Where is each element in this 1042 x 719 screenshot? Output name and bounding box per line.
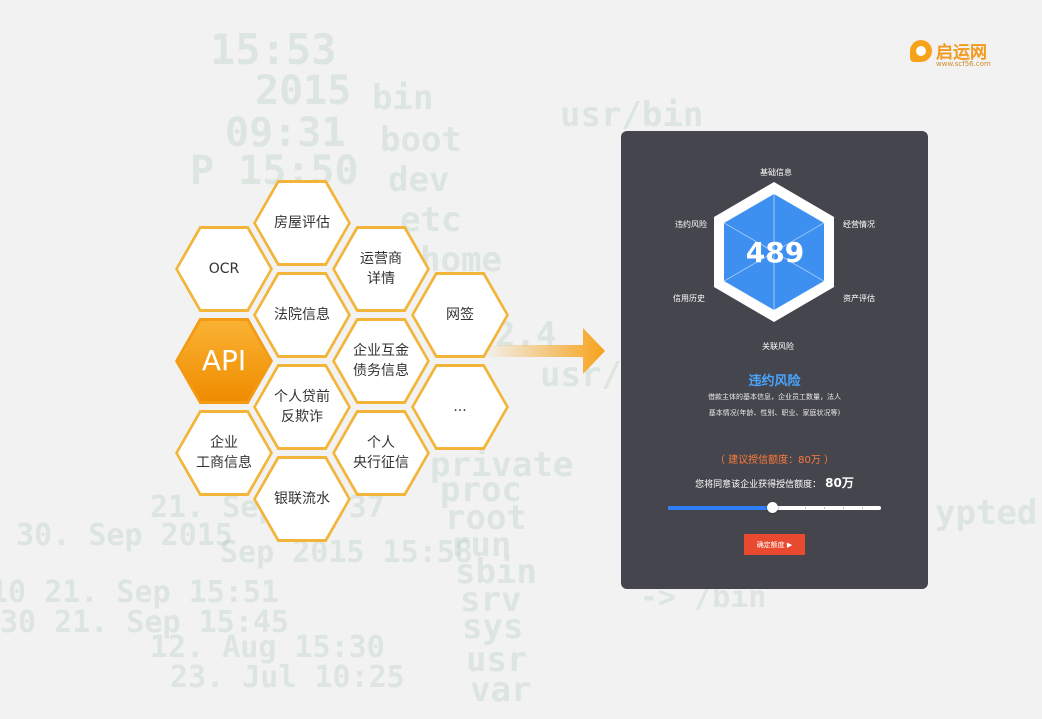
credit-approval-label: 您将同意该企业获得授信额度： (695, 480, 822, 490)
bg-code-text: 30 21. Sep 15:45 (0, 605, 289, 640)
bg-code-text: Sep 2015 15:58 (220, 535, 473, 570)
slider-thumb[interactable] (767, 502, 779, 513)
bg-code-text: boot (380, 120, 462, 160)
radar-chart (713, 182, 835, 322)
radar-label-default-risk: 违约风险 (675, 220, 707, 229)
hex-label: ... (453, 399, 467, 415)
hex-label: 运营商 详情 (360, 251, 402, 287)
hex-label: API (201, 344, 247, 377)
hex-court-info[interactable]: 法院信息 (253, 272, 351, 358)
radar-label-basic-info: 基础信息 (760, 168, 792, 177)
bg-code-text: sys (462, 607, 524, 647)
credit-approval-text: 您将同意该企业获得授信额度：80万 (621, 474, 928, 491)
hex-carrier-details[interactable]: 运营商 详情 (332, 226, 430, 312)
bg-code-text: 2015 (255, 68, 352, 114)
bg-code-text: 10 21. Sep 15:51 (0, 575, 279, 610)
credit-limit-slider[interactable] (668, 502, 881, 513)
bg-code-text: ypted (935, 493, 1038, 533)
bg-code-text: sbin (455, 552, 537, 592)
hex-label: 银联流水 (274, 491, 330, 507)
hex-label: 个人贷前 反欺诈 (274, 389, 330, 425)
confirm-limit-button[interactable]: 确定额度 ▶ (744, 534, 805, 555)
bg-code-text: proc (440, 470, 522, 510)
hex-online-sign[interactable]: 网签 (411, 272, 509, 358)
hex-label: OCR (208, 261, 240, 277)
radar-axis (713, 216, 775, 253)
bg-code-text: usr (466, 640, 528, 680)
bg-code-text: 7 30. Sep 2015 (0, 518, 233, 553)
hex-house-valuation[interactable]: 房屋评估 (253, 180, 351, 266)
radar-label-asset-valuation: 资产评估 (843, 294, 875, 303)
slider-fill (668, 506, 773, 510)
bg-code-text: run (450, 525, 512, 565)
hex-anti-fraud[interactable]: 个人贷前 反欺诈 (253, 364, 351, 450)
hex-label: 法院信息 (274, 307, 330, 323)
bg-code-text: 15:53 (210, 25, 337, 74)
hex-business-registration[interactable]: 企业 工商信息 (175, 410, 273, 496)
bg-code-text: bin (372, 78, 434, 118)
radar-axis (713, 251, 775, 288)
hex-api[interactable]: API (175, 318, 273, 404)
risk-description-line1: 借款主体的基本信息，企业员工数量，法人 (708, 393, 841, 401)
risk-title: 违约风险 (748, 374, 801, 389)
hex-ocr[interactable]: OCR (175, 226, 273, 312)
brand-name: 启运网 (936, 43, 987, 63)
hex-central-bank-credit[interactable]: 个人 央行征信 (332, 410, 430, 496)
radar-label-credit-history: 信用历史 (673, 294, 705, 303)
bg-code-text: usr/bin (560, 95, 704, 135)
credit-approval-amount: 80万 (825, 476, 854, 490)
bg-code-text: var (470, 670, 532, 710)
hex-label: 网签 (446, 307, 474, 323)
credit-result-panel: 基础信息 经营情况 资产评估 关联风险 信用历史 违约风险 489 违约风险 借… (621, 131, 928, 589)
hex-enterprise-debt[interactable]: 企业互金 债务信息 (332, 318, 430, 404)
bg-code-text: 12. Aug 15:30 (150, 630, 385, 665)
brand-url: www.scf56.com (936, 60, 991, 68)
suggested-credit-limit: （ 建议授信额度：80万 ） (714, 455, 835, 466)
location-pin-icon (910, 40, 932, 62)
bg-code-text: root (445, 498, 527, 538)
bg-code-text: srv (460, 580, 522, 620)
radar-axis (773, 251, 835, 288)
bg-code-text: 09:31 (225, 110, 346, 156)
bg-code-text: dev (388, 160, 450, 200)
radar-axis (773, 216, 835, 253)
hex-label: 房屋评估 (274, 215, 330, 231)
hex-label: 企业 工商信息 (196, 435, 252, 471)
radar-label-related-risk: 关联风险 (762, 342, 794, 351)
risk-description-line2: 基本情况(年龄、性别、职业、家庭状况等) (708, 409, 841, 417)
hex-more[interactable]: ... (411, 364, 509, 450)
arrow-right-icon (483, 328, 605, 374)
bg-code-text: etc (400, 200, 462, 240)
hex-label: 企业互金 债务信息 (353, 343, 409, 379)
bg-code-text: 23. Jul 10:25 (170, 660, 405, 695)
credit-score: 489 (745, 236, 805, 269)
radar-label-operations: 经营情况 (843, 220, 875, 229)
bg-code-text: private (430, 445, 574, 485)
hex-label: 个人 央行征信 (353, 435, 409, 471)
